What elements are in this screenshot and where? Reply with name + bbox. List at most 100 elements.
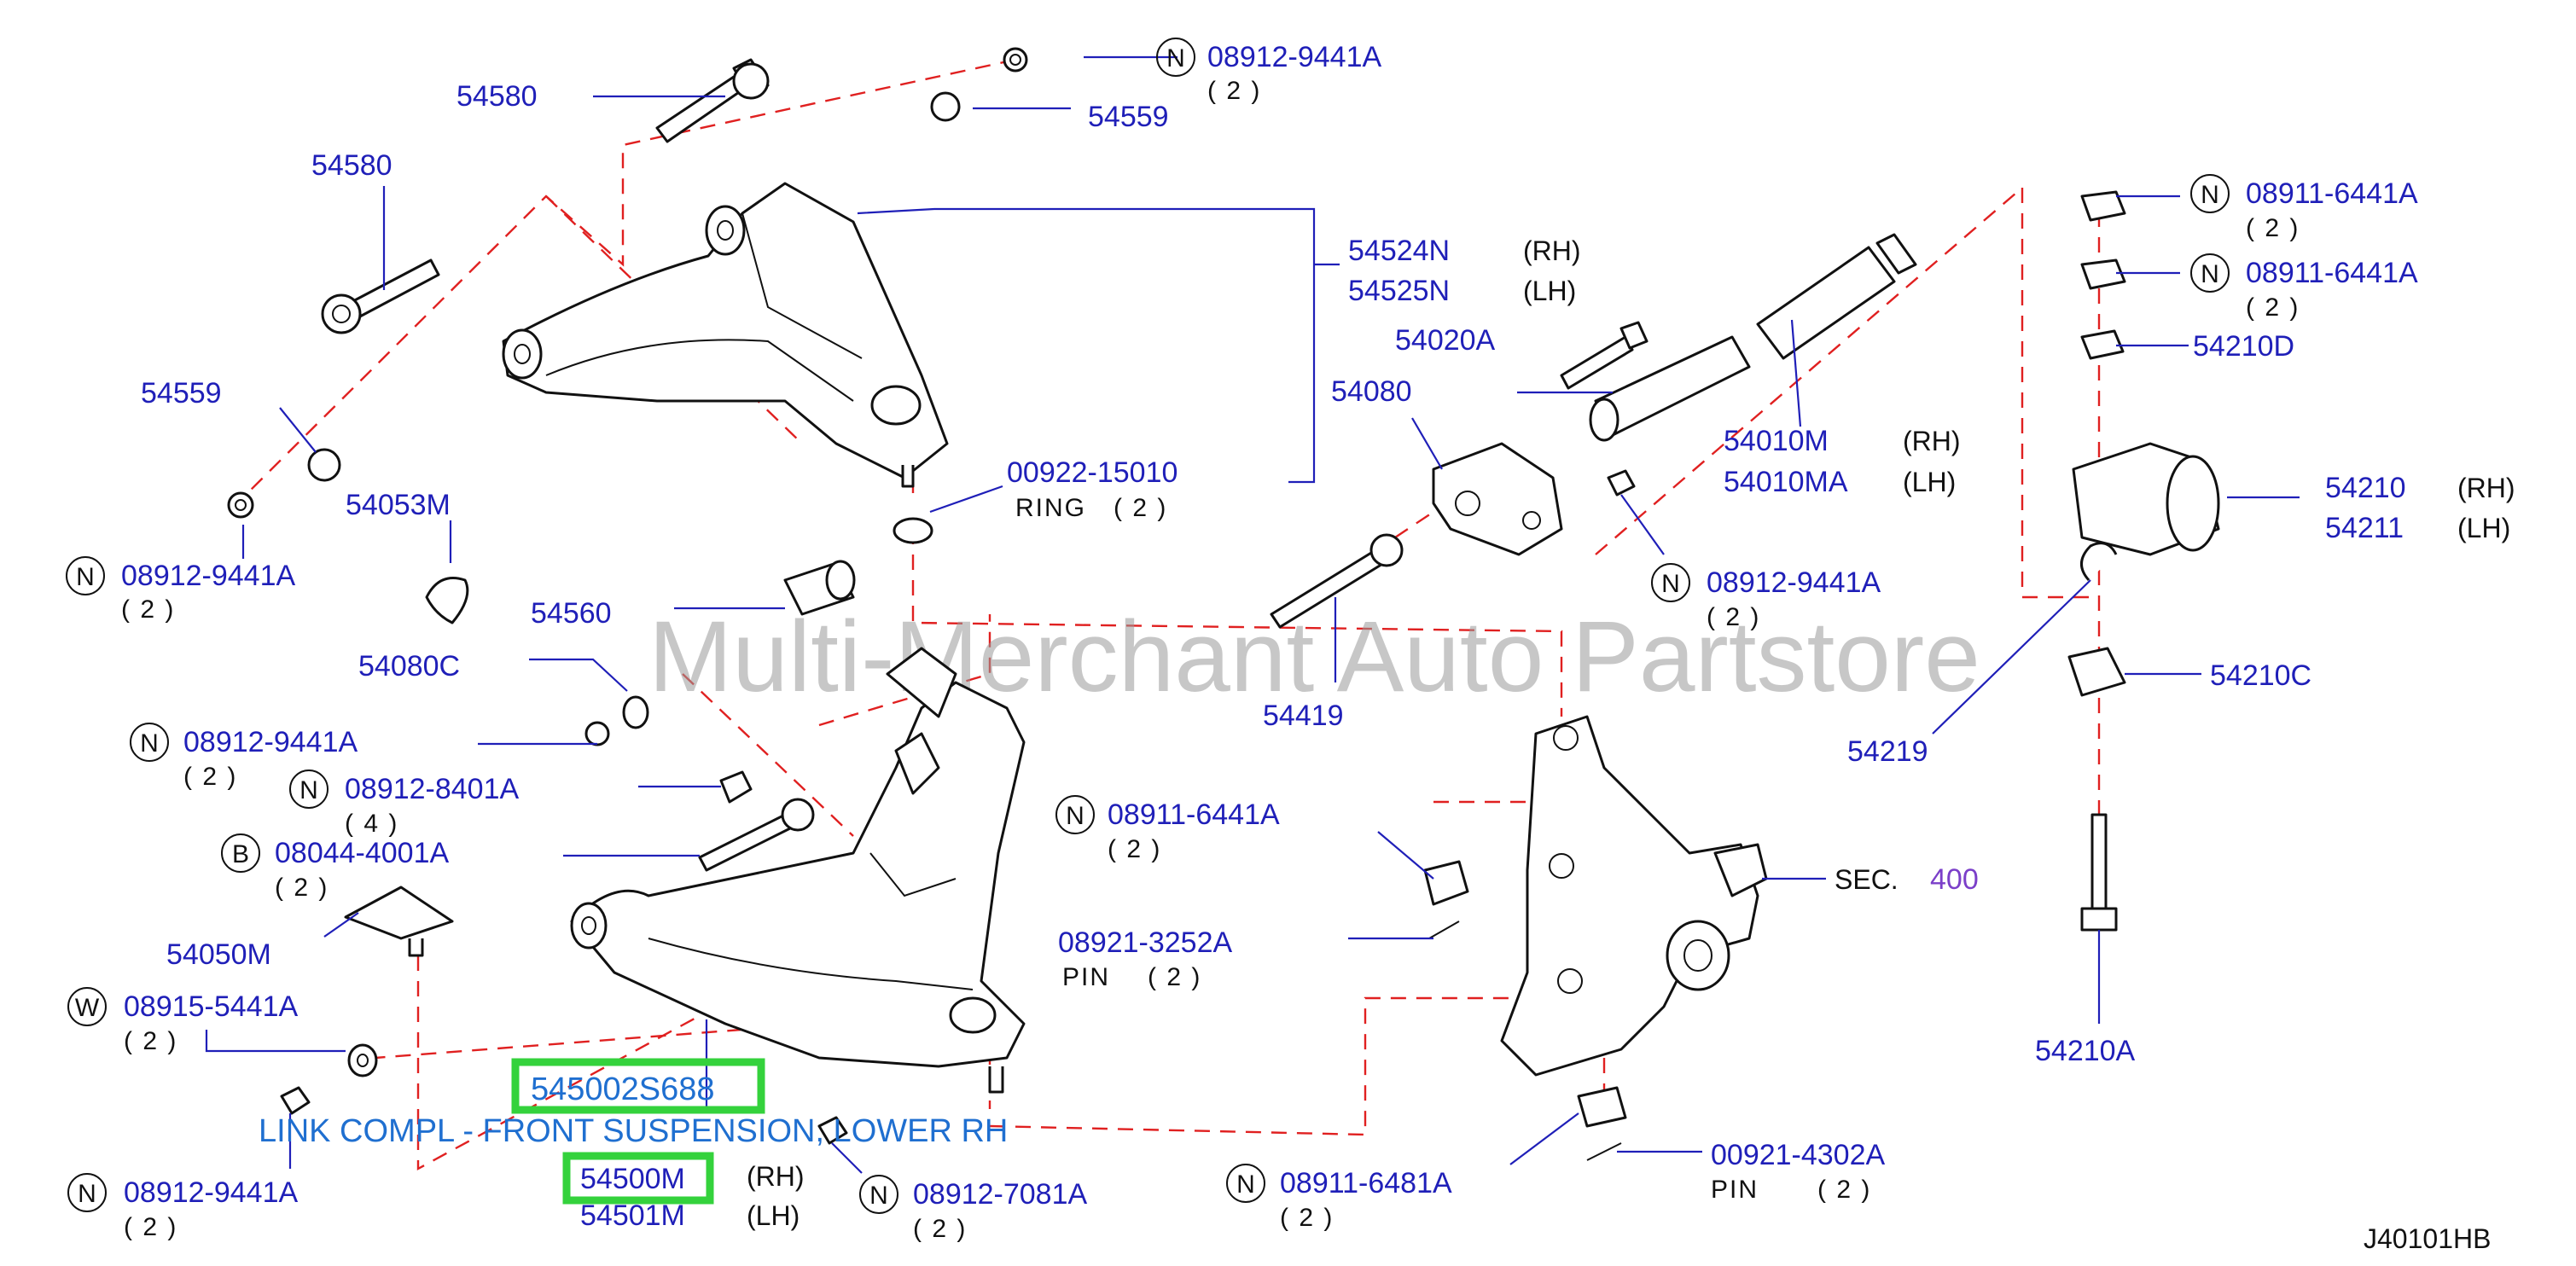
svg-text:N: N: [299, 776, 318, 804]
label-sec-num: 400: [1930, 863, 1979, 896]
part-bushing-54560: [783, 560, 856, 616]
label-54524n: 54524N: [1348, 235, 1450, 267]
leader-lines: [205, 55, 2300, 1174]
label-54210d: 54210D: [2193, 330, 2294, 363]
part-upper-arm: [502, 182, 949, 488]
circle-n-9: N: [1651, 563, 1690, 602]
circle-w-1: W: [67, 987, 107, 1026]
label-n1-code: 08912-9441A: [1207, 41, 1382, 73]
highlight-part-number[interactable]: 545002S688: [531, 1071, 715, 1107]
part-ring-00922: [893, 517, 933, 544]
label-n6-qty: ( 2 ): [913, 1215, 967, 1243]
label-n5-qty: ( 2 ): [124, 1213, 177, 1241]
label-rh3: (RH): [1903, 426, 1961, 456]
label-00922-15010: 00922-15010: [1007, 456, 1178, 489]
label-pin2: PIN: [1711, 1176, 1759, 1204]
label-08921-3252a: 08921-3252A: [1058, 926, 1233, 959]
label-n1-qty: ( 2 ): [1207, 77, 1261, 105]
label-pin1: PIN: [1062, 963, 1110, 991]
label-b1-qty: ( 2 ): [275, 874, 329, 902]
part-bump-54053m: [425, 577, 469, 624]
watermark-text: Multi-Merchant Auto Partstore: [648, 601, 1980, 713]
label-n11-code: 08911-6441A: [2246, 257, 2418, 289]
part-nut-08911-6481a: [1577, 1086, 1627, 1161]
part-bumper-54050m: [344, 886, 454, 957]
part-stabilizer-nuts: [2080, 190, 2126, 360]
part-labels: 54580 08912-9441A ( 2 ) 54559 54580 5455…: [121, 41, 2515, 1254]
part-knuckle: [1500, 715, 1768, 1077]
part-bush-54210c: [2067, 647, 2126, 697]
part-bolt-54020a: [1560, 321, 1649, 390]
circle-n-1: N: [1156, 38, 1195, 77]
part-nut-08911-6441a-mid: [1423, 860, 1469, 939]
part-bolt-54210a: [2080, 813, 2118, 932]
part-bolt-54580-top: [655, 58, 770, 143]
highlight-description: LINK COMPL - FRONT SUSPENSION, LOWER RH: [259, 1113, 1008, 1149]
label-n7-code: 08911-6441A: [1108, 799, 1280, 831]
circle-n-8: N: [1226, 1164, 1265, 1203]
part-washer-54559-left: [227, 448, 341, 519]
svg-text:N: N: [869, 1182, 888, 1210]
label-54010m: 54010M: [1724, 425, 1829, 457]
highlighted-part[interactable]: 545002S688 LINK COMPL - FRONT SUSPENSION…: [259, 1058, 1008, 1205]
label-54020a: 54020A: [1395, 324, 1496, 357]
label-n3-code: 08912-9441A: [183, 726, 358, 758]
label-54559-top: 54559: [1088, 101, 1169, 133]
label-rh4: (RH): [2457, 473, 2515, 503]
label-w1-code: 08915-5441A: [124, 990, 299, 1023]
label-rh1: (RH): [747, 1161, 805, 1192]
part-nut-08912-lower: [280, 1086, 848, 1145]
circle-n-11: N: [2190, 253, 2230, 293]
svg-text:N: N: [1166, 44, 1185, 73]
label-lh1: (LH): [747, 1200, 800, 1231]
label-n3-qty: ( 2 ): [183, 763, 237, 791]
label-n2-qty: ( 2 ): [121, 595, 175, 624]
circle-n-2: N: [66, 556, 105, 595]
label-54560: 54560: [531, 597, 612, 630]
label-n5-code: 08912-9441A: [124, 1176, 299, 1209]
part-anchor-54080: [1432, 442, 1563, 556]
svg-text:N: N: [1066, 802, 1084, 830]
part-nut-08912-9441a-right: [1607, 469, 1636, 497]
circle-n-10: N: [2190, 174, 2230, 213]
label-54080c: 54080C: [358, 650, 460, 682]
label-n2-code: 08912-9441A: [121, 560, 296, 592]
label-w1-qty: ( 2 ): [124, 1027, 177, 1055]
part-bolt-54580-left: [321, 258, 440, 334]
label-54525n: 54525N: [1348, 275, 1450, 307]
label-rh2: (RH): [1523, 235, 1581, 266]
svg-text:N: N: [1661, 570, 1680, 598]
label-lh2: (LH): [1523, 276, 1576, 306]
label-lh4: (LH): [2457, 513, 2510, 543]
part-bolt-54419: [1270, 533, 1404, 629]
part-bolt-08044: [698, 798, 815, 872]
label-n7-qty: ( 2 ): [1108, 835, 1161, 863]
svg-text:N: N: [2201, 260, 2219, 288]
label-n4-code: 08912-8401A: [345, 773, 520, 805]
circle-n-6: N: [859, 1175, 898, 1214]
label-n9-qty: ( 2 ): [1707, 603, 1760, 631]
label-pin1-qty: ( 2 ): [1148, 963, 1201, 991]
label-54050m: 54050M: [166, 938, 271, 971]
label-sec: SEC.: [1835, 864, 1899, 895]
part-washer-54559-top: [930, 47, 1028, 122]
label-n6-code: 08912-7081A: [913, 1178, 1088, 1211]
label-ring-qty: ( 2 ): [1114, 494, 1167, 522]
svg-text:N: N: [1236, 1170, 1255, 1199]
label-54500m[interactable]: 54500M: [580, 1163, 685, 1195]
label-54219: 54219: [1847, 735, 1928, 768]
circle-n-3: N: [130, 723, 169, 762]
label-54419: 54419: [1263, 700, 1344, 732]
label-54580-top: 54580: [456, 80, 538, 113]
prefix-circles: N N N N B W N N N N N N N: [66, 38, 2230, 1214]
label-00921-4302a: 00921-4302A: [1711, 1139, 1886, 1171]
label-ring: RING: [1015, 494, 1086, 522]
label-54053m: 54053M: [346, 489, 451, 521]
svg-text:B: B: [232, 840, 249, 868]
label-54210: 54210: [2325, 472, 2406, 504]
part-stabilizer-bush-54210: [2072, 442, 2220, 582]
label-54010ma: 54010MA: [1724, 466, 1848, 498]
part-washer-54080c: [584, 695, 649, 746]
label-n11-qty: ( 2 ): [2246, 293, 2300, 322]
